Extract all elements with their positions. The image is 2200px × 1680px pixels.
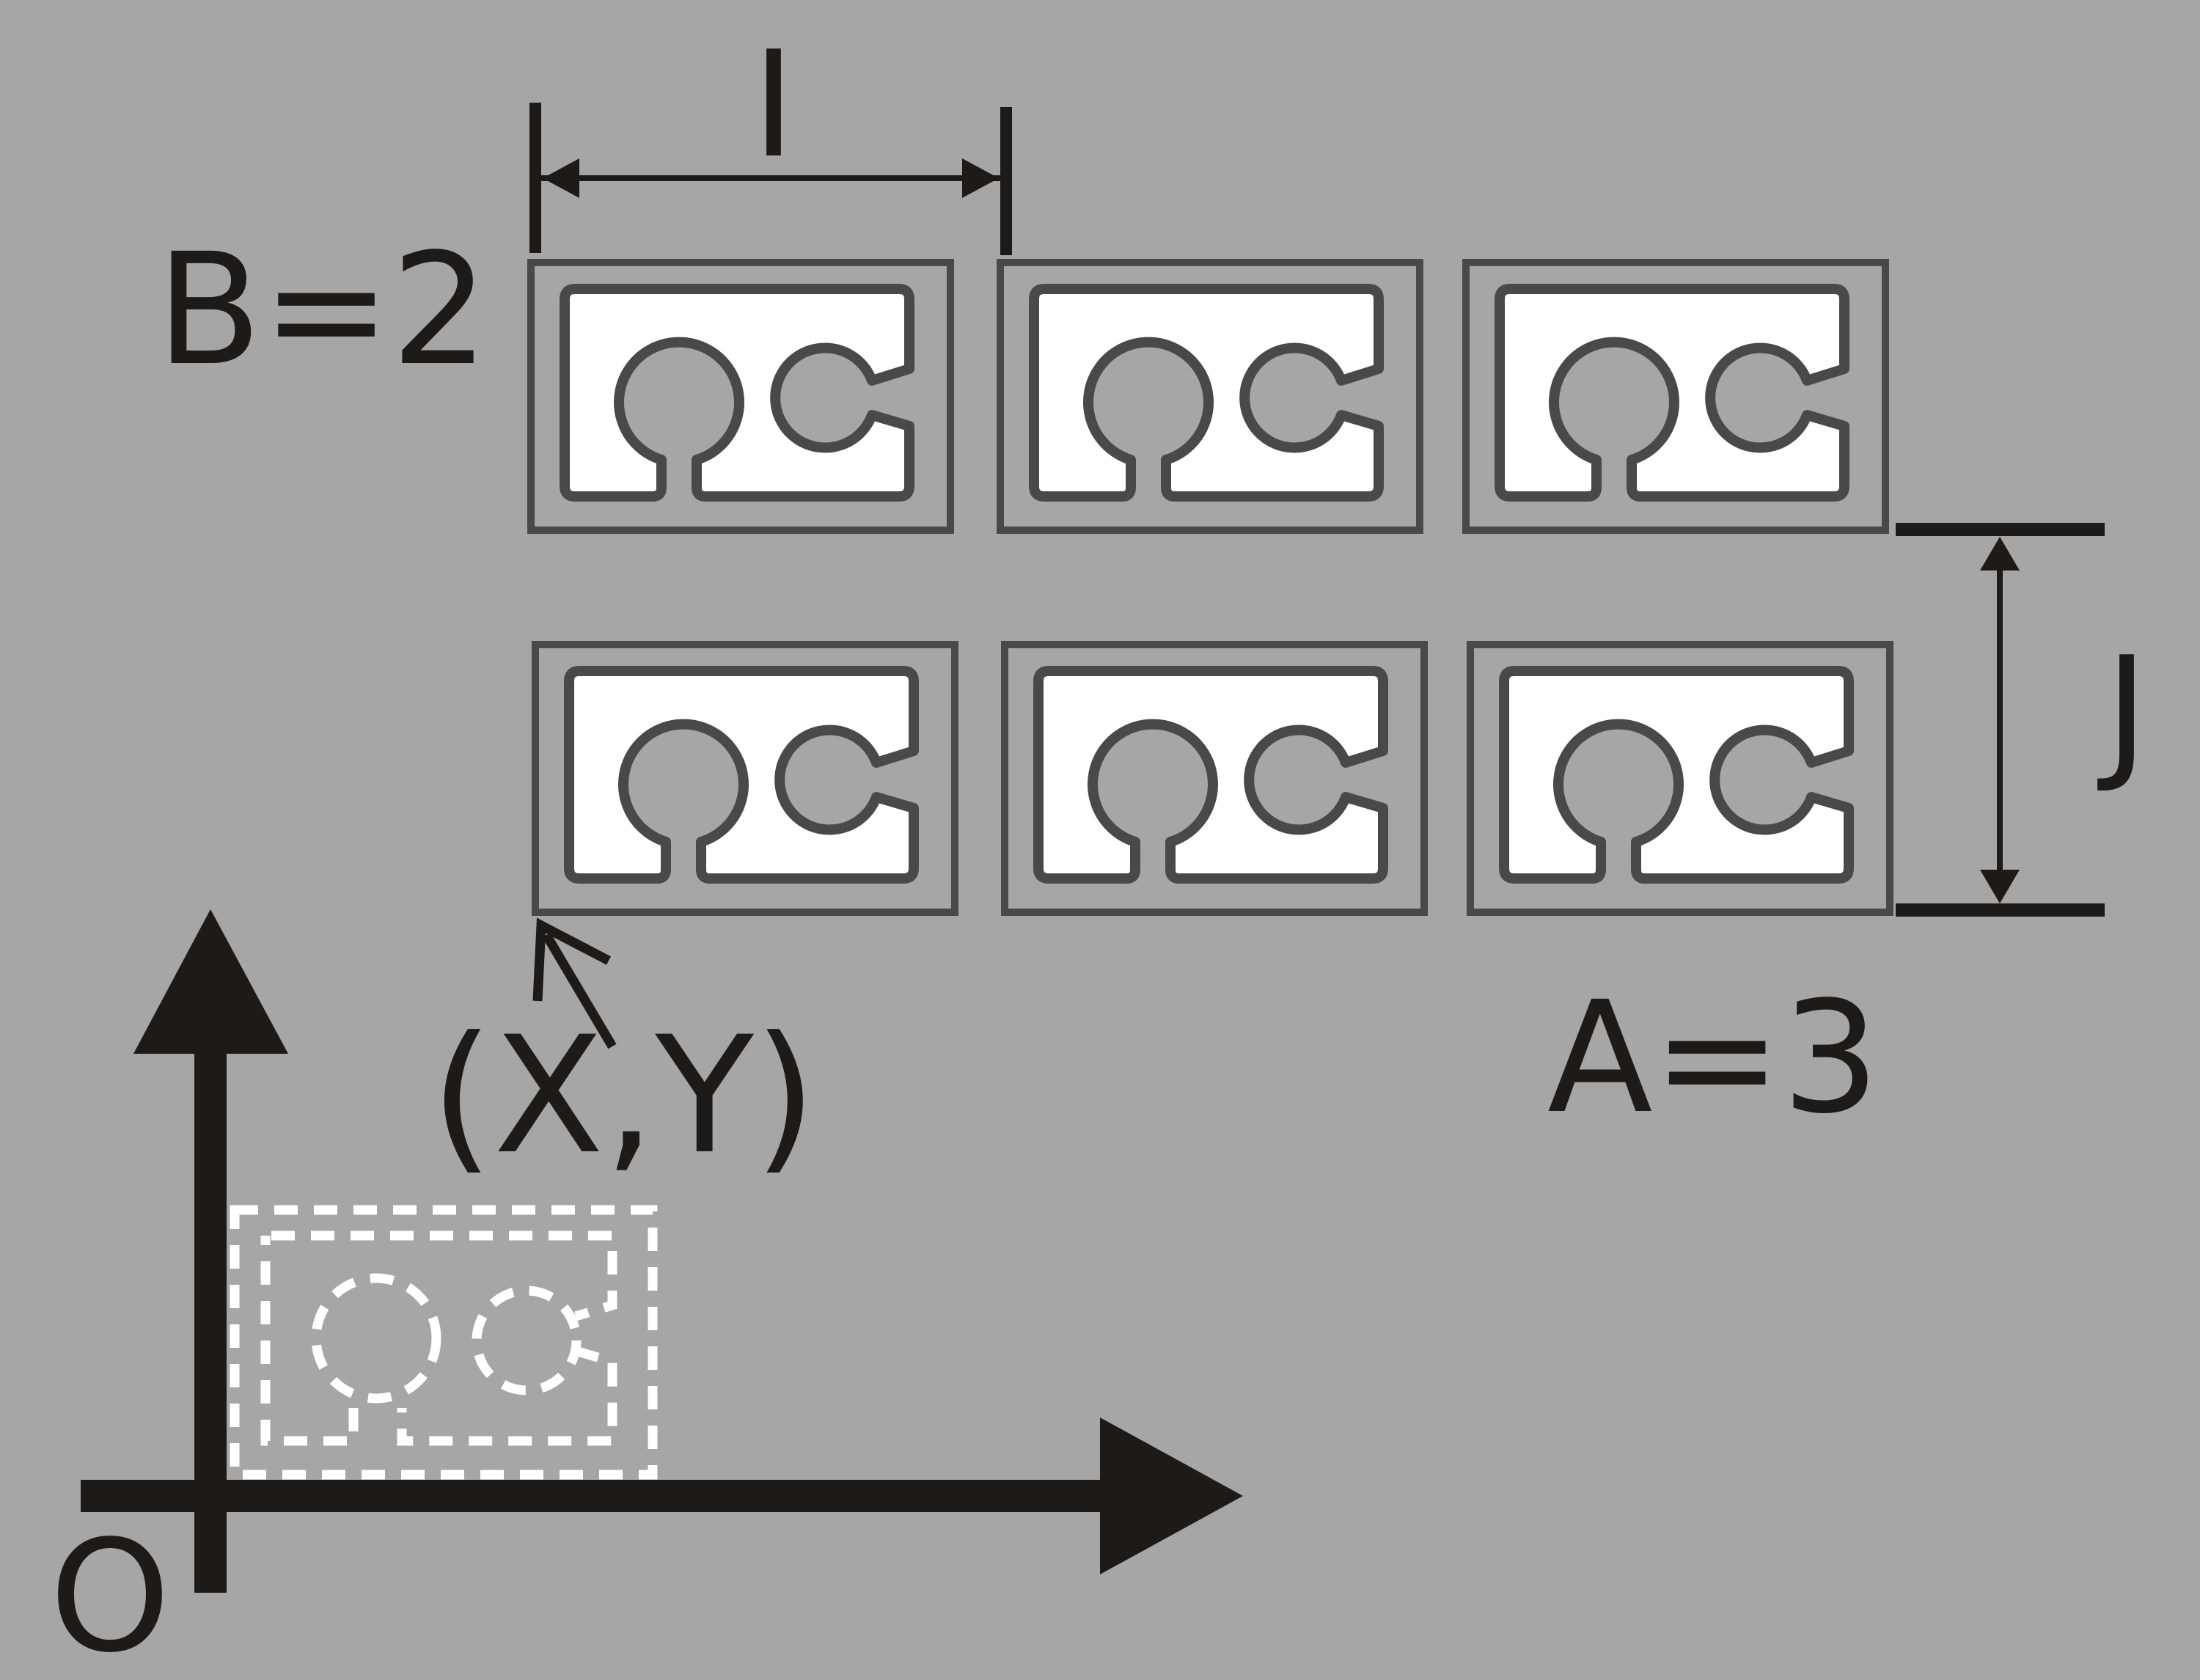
part-r1-c3 [1466, 263, 1885, 530]
pitch-x-label: I [752, 20, 796, 191]
origin-label: O [49, 1507, 170, 1680]
origin-template [230, 1205, 658, 1480]
rows-label: B=2 [156, 220, 489, 400]
origin-point-label: (X,Y) [430, 1002, 817, 1189]
part-r2-c3 [1470, 645, 1890, 912]
columns-label: A=3 [1547, 968, 1880, 1148]
part-r1-c2 [1000, 263, 1420, 530]
reference-arrow [532, 917, 617, 1049]
part-r2-c1 [535, 645, 955, 912]
dimension-i [529, 103, 1012, 255]
pitch-y-label: J [2097, 626, 2149, 796]
dimension-j [1896, 523, 2105, 917]
part-r2-c2 [1005, 645, 1424, 912]
part-r1-c1 [531, 263, 950, 530]
coordinate-axes [81, 909, 1243, 1593]
